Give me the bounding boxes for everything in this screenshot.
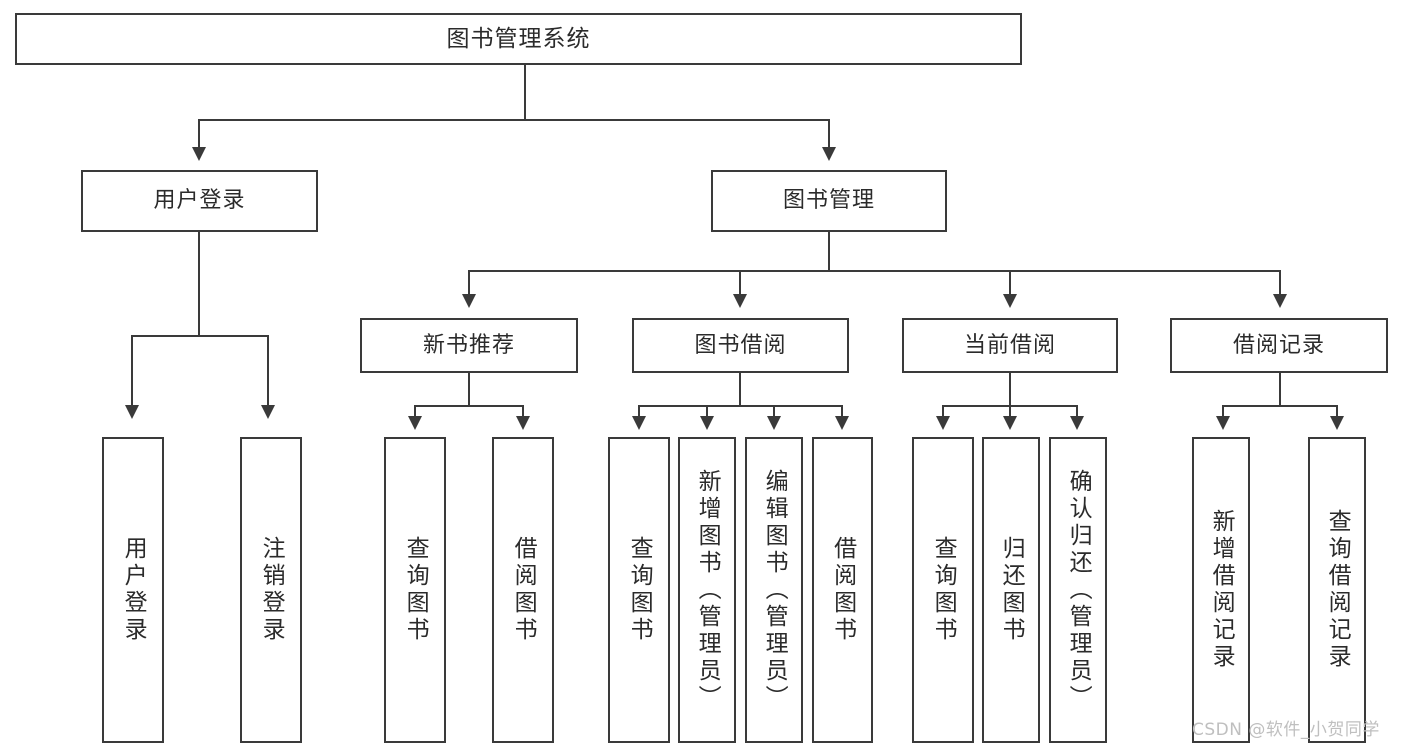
node-label: 查询图书 (930, 536, 957, 644)
node-label: 新增借阅记录 (1208, 509, 1235, 671)
connector-bookmgmt-c1 (468, 270, 470, 296)
node-user-login[interactable]: 用户登录 (81, 170, 318, 232)
leaf-borrow-add-book[interactable]: 新增图书（管理员） (678, 437, 736, 743)
leaf-records-add-record[interactable]: 新增借阅记录 (1192, 437, 1250, 743)
leaf-records-query-record[interactable]: 查询借阅记录 (1308, 437, 1366, 743)
node-current-borrow[interactable]: 当前借阅 (902, 318, 1118, 373)
connector-borrow-l3 (773, 405, 775, 419)
leaf-newbook-borrow-book[interactable]: 借阅图书 (492, 437, 554, 743)
arrow-bookmgmt-c1 (462, 294, 476, 308)
arrow-current-l3 (1070, 416, 1084, 430)
node-label: 新增图书（管理员） (694, 468, 721, 712)
node-label: 借阅图书 (510, 536, 537, 644)
connector-borrow-l2 (706, 405, 708, 419)
arrow-borrow-l3 (767, 416, 781, 430)
node-label: 注销登录 (258, 536, 285, 644)
node-label: 查询图书 (626, 536, 653, 644)
connector-root-to-bookmgmt (828, 119, 830, 149)
node-label: 用户登录 (153, 188, 246, 214)
connector-records-l2 (1336, 405, 1338, 419)
connector-bookmgmt-stem (828, 232, 830, 271)
connector-current-l3 (1076, 405, 1078, 419)
watermark-text: CSDN @软件_小贺同学 (1192, 720, 1380, 740)
node-label: 归还图书 (998, 536, 1025, 644)
arrow-bookmgmt-c3 (1003, 294, 1017, 308)
connector-newbook-stem (468, 373, 470, 406)
connector-bookmgmt-c4 (1279, 270, 1281, 296)
arrow-borrow-l1 (632, 416, 646, 430)
connector-current-stem (1009, 373, 1011, 406)
leaf-current-return-book[interactable]: 归还图书 (982, 437, 1040, 743)
connector-borrow-l4 (841, 405, 843, 419)
leaf-borrow-edit-book[interactable]: 编辑图书（管理员） (745, 437, 803, 743)
connector-records-l1 (1222, 405, 1224, 419)
node-label: 图书管理 (782, 188, 875, 214)
arrow-records-l2 (1330, 416, 1344, 430)
node-label: 当前借阅 (963, 332, 1056, 358)
connector-login-stem (198, 232, 200, 336)
node-label: 用户登录 (120, 536, 147, 644)
connector-login-leaf1 (131, 335, 133, 407)
connector-login-bus (131, 335, 268, 337)
connector-newbook-l2 (522, 405, 524, 419)
connector-root-bus (198, 119, 830, 121)
connector-bookmgmt-bus (468, 270, 1280, 272)
connector-borrow-stem (739, 373, 741, 406)
arrow-login-leaf1 (125, 405, 139, 419)
node-book-borrow[interactable]: 图书借阅 (632, 318, 849, 373)
arrow-records-l1 (1216, 416, 1230, 430)
node-new-book-recommend[interactable]: 新书推荐 (360, 318, 578, 373)
connector-bookmgmt-c3 (1009, 270, 1011, 296)
leaf-user-login[interactable]: 用户登录 (102, 437, 164, 743)
connector-newbook-bus (414, 405, 524, 407)
leaf-newbook-query-book[interactable]: 查询图书 (384, 437, 446, 743)
node-root-system[interactable]: 图书管理系统 (15, 13, 1022, 65)
connector-current-l1 (942, 405, 944, 419)
arrow-root-to-login (192, 147, 206, 161)
node-label: 借阅图书 (829, 536, 856, 644)
leaf-borrow-borrow-book[interactable]: 借阅图书 (812, 437, 873, 743)
connector-borrow-l1 (638, 405, 640, 419)
node-label: 查询借阅记录 (1324, 509, 1351, 671)
connector-newbook-l1 (414, 405, 416, 419)
leaf-current-query-book[interactable]: 查询图书 (912, 437, 974, 743)
connector-records-stem (1279, 373, 1281, 406)
node-label: 查询图书 (402, 536, 429, 644)
arrow-login-leaf2 (261, 405, 275, 419)
arrow-newbook-l1 (408, 416, 422, 430)
arrow-root-to-bookmgmt (822, 147, 836, 161)
node-label: 借阅记录 (1232, 332, 1325, 358)
arrow-newbook-l2 (516, 416, 530, 430)
node-label: 编辑图书（管理员） (761, 468, 788, 712)
arrow-borrow-l2 (700, 416, 714, 430)
node-label: 确认归还（管理员） (1065, 468, 1092, 712)
node-label: 图书管理系统 (446, 25, 591, 52)
connector-root-to-login (198, 119, 200, 149)
connector-root-stem (524, 65, 526, 120)
connector-login-leaf2 (267, 335, 269, 407)
connector-records-bus (1222, 405, 1338, 407)
connector-bookmgmt-c2 (739, 270, 741, 296)
leaf-current-confirm-return[interactable]: 确认归还（管理员） (1049, 437, 1107, 743)
watermark: CSDN @软件_小贺同学 (1192, 715, 1380, 740)
leaf-logout[interactable]: 注销登录 (240, 437, 302, 743)
node-book-management[interactable]: 图书管理 (711, 170, 947, 232)
node-label: 图书借阅 (694, 332, 787, 358)
node-label: 新书推荐 (422, 332, 515, 358)
node-borrow-records[interactable]: 借阅记录 (1170, 318, 1388, 373)
connector-current-l2 (1009, 405, 1011, 419)
arrow-current-l2 (1003, 416, 1017, 430)
arrow-borrow-l4 (835, 416, 849, 430)
arrow-current-l1 (936, 416, 950, 430)
leaf-borrow-query-book[interactable]: 查询图书 (608, 437, 670, 743)
arrow-bookmgmt-c4 (1273, 294, 1287, 308)
arrow-bookmgmt-c2 (733, 294, 747, 308)
connector-borrow-bus (638, 405, 843, 407)
